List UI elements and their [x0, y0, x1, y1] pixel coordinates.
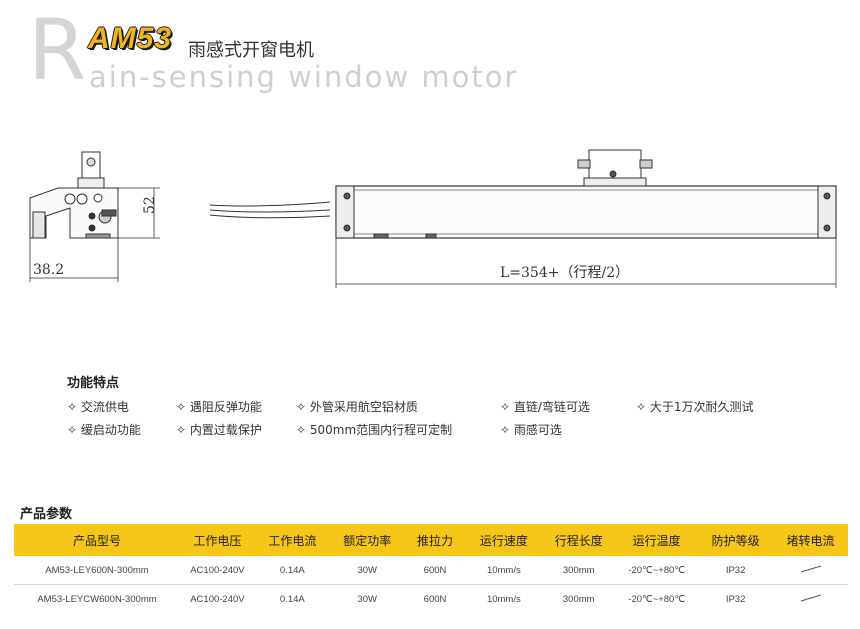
column-header: 工作电流	[254, 524, 330, 556]
params-table: 产品型号 工作电压 工作电流 额定功率 推拉力 运行速度 行程长度 运行温度 防…	[14, 524, 848, 613]
table-cell: 0.14A	[279, 593, 305, 605]
column-header: 防护等级	[698, 524, 774, 556]
motor-top-bracket	[577, 149, 653, 187]
table-cell: IP32	[698, 556, 774, 585]
not-applicable-dash-icon	[800, 565, 821, 572]
product-title-en: ain-sensing window motor	[89, 60, 519, 94]
table-cell: 600N	[423, 593, 447, 605]
feature-item: ✧ 遇阻反弹功能	[176, 400, 262, 414]
column-header: 运行速度	[465, 524, 543, 556]
not-applicable-dash-icon	[800, 594, 821, 601]
column-header: 推拉力	[404, 524, 466, 556]
table-cell: 300mm	[542, 556, 616, 585]
column-header: 堵转电流	[773, 524, 848, 556]
motor-body	[335, 185, 837, 239]
table-cell: AM53-LEY600N-300mm	[14, 556, 180, 585]
feature-item: ✧ 500mm范围内行程可定制	[296, 423, 453, 437]
table-cell: AM53-LEYCW600N-300mm	[37, 593, 157, 605]
column-header: 额定功率	[329, 524, 405, 556]
width-dimension	[29, 238, 119, 282]
feature-item: ✧ 缓启动功能	[67, 423, 141, 437]
stall-current-cell	[773, 556, 848, 585]
table-row: AM53-LEYCW600N-300mm AC100-240V 0.14A 30…	[14, 585, 848, 614]
features-heading: 功能特点	[67, 376, 120, 391]
title-initial-letter: R	[28, 1, 87, 99]
table-cell: -20℃~+80℃	[615, 556, 699, 585]
height-dimension	[118, 187, 160, 239]
table-row: AM53-LEY600N-300mm AC100-240V 0.14A 30W …	[14, 556, 848, 585]
table-cell: 30W	[357, 593, 377, 605]
side-view-bracket	[29, 151, 119, 239]
feature-item: ✧ 直链/弯链可选	[500, 400, 590, 414]
column-header: 运行温度	[615, 524, 699, 556]
length-dimension-label: L=354+（行程/2）	[500, 265, 629, 281]
table-cell: 10mm/s	[486, 593, 521, 605]
table-cell: -20℃~+80℃	[628, 593, 686, 605]
table-cell: AC100-240V	[190, 593, 245, 605]
table-cell: AC100-240V	[179, 556, 255, 585]
feature-item: ✧ 外管采用航空铝材质	[296, 400, 418, 414]
stall-current-cell	[773, 585, 848, 614]
column-header: 工作电压	[179, 524, 255, 556]
length-dimension	[335, 238, 837, 288]
feature-item: ✧ 交流供电	[67, 400, 129, 414]
table-cell: 600N	[404, 556, 466, 585]
model-name: AM53	[88, 22, 173, 55]
table-cell: 30W	[329, 556, 405, 585]
table-cell: 10mm/s	[465, 556, 543, 585]
product-title-cn: 雨感式开窗电机	[188, 40, 314, 61]
column-header: 行程长度	[542, 524, 616, 556]
table-cell: 0.14A	[254, 556, 330, 585]
column-header: 产品型号	[14, 524, 180, 556]
power-cable	[209, 201, 331, 219]
table-cell: IP32	[725, 593, 746, 605]
feature-item: ✧ 大于1万次耐久测试	[636, 400, 754, 414]
params-heading: 产品参数	[20, 507, 73, 522]
feature-item: ✧ 内置过载保护	[176, 423, 262, 437]
params-header-row: 产品型号 工作电压 工作电流 额定功率 推拉力 运行速度 行程长度 运行温度 防…	[14, 524, 848, 556]
technical-drawing: 38.2 52 L=354+（行程/2）	[29, 149, 837, 288]
width-dimension-label: 38.2	[33, 262, 64, 278]
height-dimension-label: 52	[142, 196, 158, 214]
table-cell: 300mm	[562, 593, 595, 605]
feature-item: ✧ 雨感可选	[500, 423, 562, 437]
